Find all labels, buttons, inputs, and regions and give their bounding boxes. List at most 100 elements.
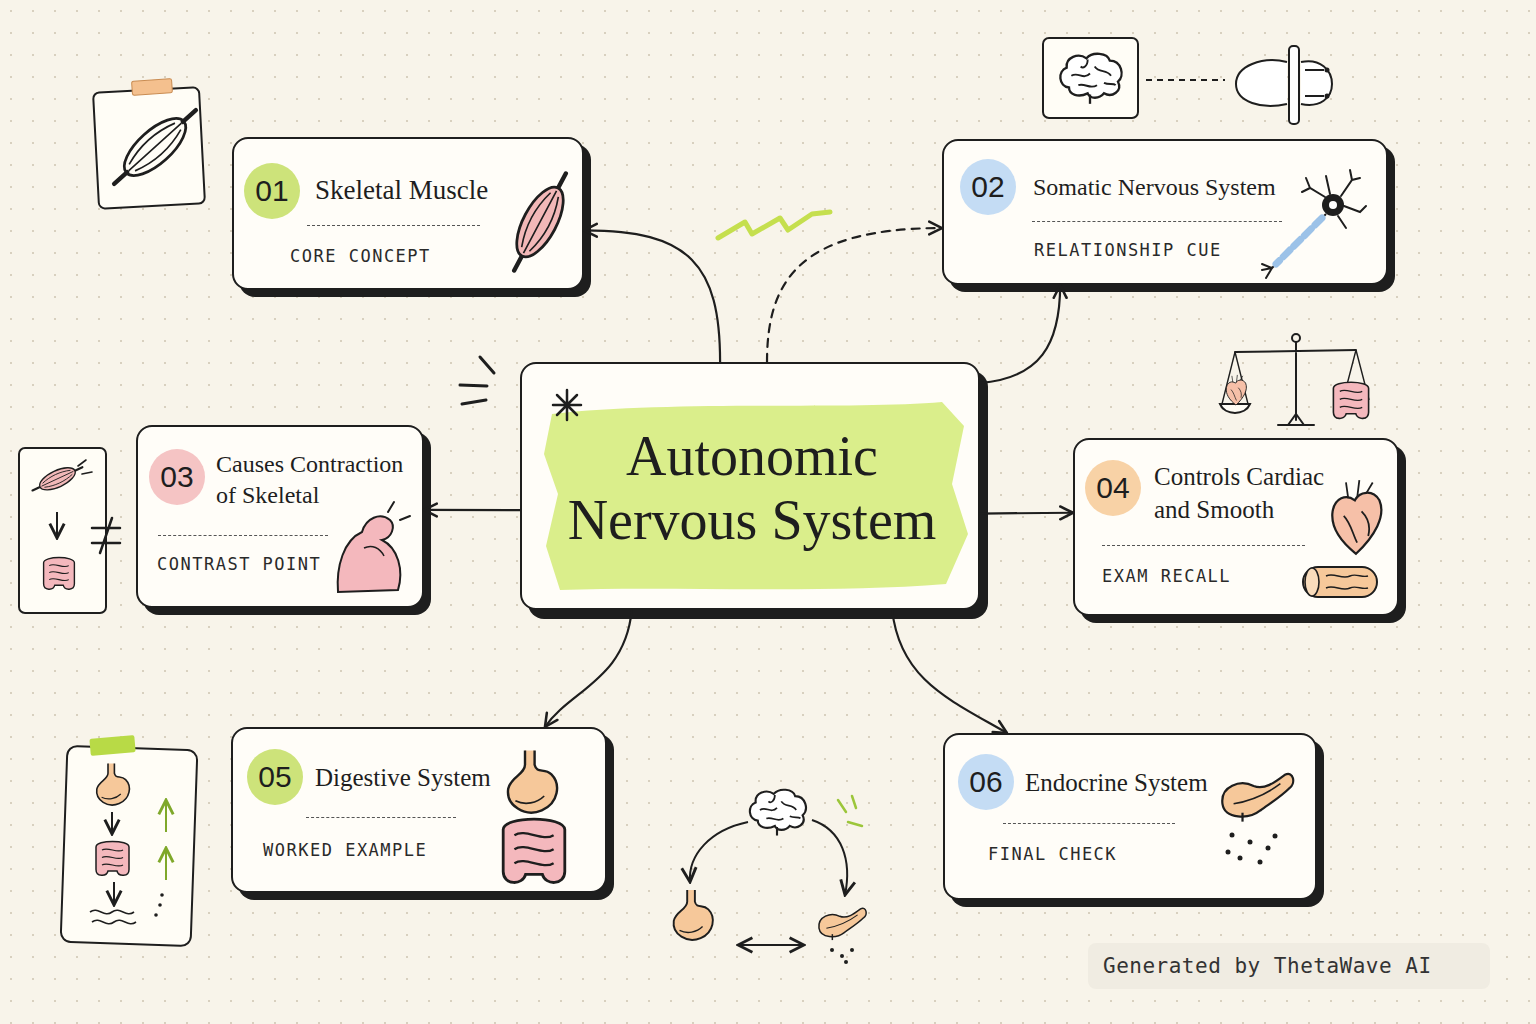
neuron-icon: [1272, 214, 1326, 268]
number-badge: 02: [960, 159, 1016, 215]
sticky-note: [103, 98, 207, 196]
accent-zigzag: [718, 212, 830, 238]
brain-spine-sketch: [1236, 60, 1287, 106]
balance-scale-icon: [1222, 350, 1369, 404]
brain-spine-sketch: [1043, 38, 1332, 124]
topic-card: Somatic Nervous SystemRELATIONSHIP CUE 02: [942, 139, 1388, 285]
number-badge: 01: [244, 163, 300, 219]
contrast-sketch: [29, 460, 86, 498]
digestion-sticky-note: [96, 841, 129, 875]
topic-card: Controls Cardiac and SmoothEXAM RECALL04: [1073, 438, 1399, 616]
sticky-note: [93, 87, 205, 208]
neuron-icon: [1276, 218, 1322, 264]
connector-arrow: [980, 285, 1060, 383]
brain-spine-sketch: [1325, 94, 1330, 99]
pancreas-icon: [1222, 774, 1293, 822]
number-badge: 05: [247, 749, 303, 805]
card-title: Endocrine System: [1025, 767, 1265, 800]
smooth-muscle-tube: [1303, 567, 1377, 597]
number-badge: 04: [1085, 460, 1141, 516]
contrast-sketch: [56, 512, 58, 538]
digestive-icon: [508, 750, 557, 812]
feedback-cycle: [690, 822, 748, 882]
pancreas-icon: [1258, 860, 1263, 865]
smooth-muscle-tube: [1303, 567, 1377, 597]
muscle-icon: [500, 166, 581, 279]
digestion-sticky-note: [61, 746, 198, 946]
callout-number: 05: [258, 762, 291, 792]
callout-number: 03: [160, 462, 193, 492]
asterisk-mark: [553, 390, 581, 420]
contrast-sketch: [92, 518, 120, 553]
brain-spine-sketch: [1305, 70, 1324, 96]
central-topic-box: Autonomic Nervous System: [520, 362, 980, 610]
muscle-icon: [500, 166, 581, 279]
card-tag: RELATIONSHIP CUE: [1034, 239, 1222, 261]
digestion-sticky-note: [111, 812, 113, 834]
brain-spine-sketch: [1301, 61, 1332, 105]
feedback-cycle: [840, 954, 844, 958]
digestion-sticky-note: [89, 735, 135, 756]
card-title: Somatic Nervous System: [1033, 172, 1323, 203]
digestion-sticky-note: [113, 882, 115, 905]
watermark: Generated by ThetaWave AI: [1088, 943, 1490, 989]
pancreas-icon: [1226, 850, 1231, 855]
flexed-arm-icon: [338, 502, 410, 592]
contrast-sketch: [19, 448, 106, 613]
card-title: Skeletal Muscle: [315, 173, 555, 208]
emphasis-burst: [460, 357, 494, 404]
balance-scale-icon: [1220, 334, 1369, 425]
card-title: Controls Cardiac and Smooth: [1154, 461, 1344, 526]
pancreas-icon: [1230, 833, 1235, 838]
topic-card: Endocrine SystemFINAL CHECK06: [943, 733, 1317, 900]
emphasis-burst: [460, 357, 494, 404]
balance-scale-icon: [1220, 404, 1250, 413]
dashed-rule: [1003, 823, 1175, 824]
feedback-cycle: [750, 790, 806, 836]
balance-scale-icon: [1235, 342, 1356, 425]
brain-spine-sketch: [1060, 54, 1121, 104]
balance-scale-icon: [1226, 375, 1246, 405]
digestive-icon: [503, 819, 565, 882]
brain-spine-sketch: [1325, 68, 1330, 73]
feedback-cycle: [830, 948, 834, 952]
accent-zigzag: [718, 212, 830, 238]
feedback-cycle: [844, 960, 848, 964]
smooth-muscle-tube: [1305, 568, 1319, 596]
number-badge: 03: [149, 449, 205, 505]
flexed-arm-icon: [364, 546, 384, 556]
callout-number: 02: [971, 172, 1004, 202]
connector-arrow: [424, 509, 520, 511]
pancreas-icon: [1266, 846, 1271, 851]
card-title: Digestive System: [315, 762, 555, 795]
neuron-icon: [1302, 170, 1366, 228]
topic-card: Causes Contraction of SkeletalCONTRAST P…: [136, 425, 424, 608]
digestive-icon: [503, 750, 565, 882]
feedback-cycle: [812, 820, 847, 895]
topic-card: Skeletal MuscleCORE CONCEPT 01: [232, 137, 584, 290]
neuron-icon: [1322, 194, 1344, 216]
card-tag: FINAL CHECK: [988, 843, 1117, 865]
feedback-cycle: [674, 890, 713, 940]
connector-arrow: [545, 610, 632, 727]
flexed-arm-icon: [338, 516, 401, 592]
card-tag: CORE CONCEPT: [290, 245, 431, 267]
contrast-sketch: [19, 448, 120, 613]
digestion-sticky-note: [90, 910, 136, 923]
feedback-cycle: [850, 948, 854, 952]
feedback-cycle: [738, 944, 804, 946]
card-title: Causes Contraction of Skeletal: [216, 449, 421, 511]
dashed-rule: [306, 817, 456, 818]
dashed-rule: [158, 535, 328, 536]
balance-scale-icon: [1292, 334, 1300, 342]
digestion-sticky-note: [165, 800, 167, 832]
heart-icon: [1332, 480, 1381, 554]
contrast-sketch: [78, 460, 92, 474]
digestion-sticky-note: [154, 913, 158, 917]
card-tag: WORKED EXAMPLE: [263, 839, 427, 861]
digestion-sticky-note: [97, 764, 130, 805]
card-tag: CONTRAST POINT: [157, 553, 321, 575]
pancreas-icon: [1273, 834, 1278, 839]
balance-scale-icon: [1333, 382, 1368, 418]
